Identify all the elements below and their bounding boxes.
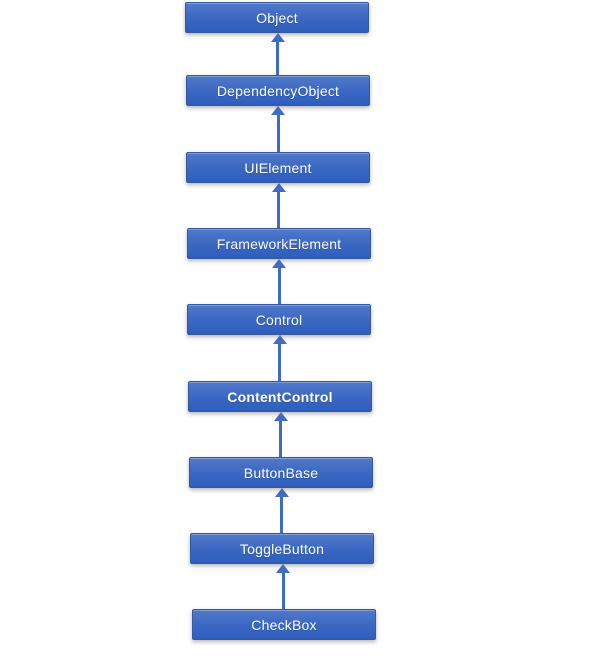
arrowhead-up-icon: [270, 33, 285, 42]
class-node-togglebutton: ToggleButton: [190, 533, 374, 564]
inheritance-arrow-up: [276, 564, 290, 609]
arrowhead-up-icon: [271, 106, 285, 115]
inheritance-arrow-up: [272, 335, 287, 381]
arrowhead-up-icon: [274, 488, 289, 497]
class-node-checkbox: CheckBox: [192, 609, 376, 640]
arrow-stem: [276, 42, 279, 75]
class-node-label: FrameworkElement: [216, 235, 342, 252]
class-node-control: Control: [187, 304, 371, 335]
inheritance-arrow-up: [271, 106, 285, 152]
class-node-buttonbase: ButtonBase: [189, 457, 373, 488]
arrow-stem: [281, 573, 285, 609]
inheritance-arrow-up: [274, 488, 289, 533]
class-node-object: Object: [185, 2, 369, 33]
arrow-stem: [278, 344, 281, 381]
class-node-label: CheckBox: [251, 616, 317, 633]
arrowhead-up-icon: [272, 335, 287, 344]
class-node-uielement: UIElement: [186, 152, 370, 183]
class-node-label: UIElement: [244, 159, 312, 176]
inheritance-arrow-up: [273, 412, 288, 457]
arrowhead-up-icon: [271, 183, 286, 192]
inheritance-arrow-up: [270, 33, 285, 75]
class-node-label: ContentControl: [227, 388, 333, 405]
class-node-contentcontrol: ContentControl: [188, 381, 372, 412]
class-node-label: Control: [255, 311, 303, 328]
class-node-frameworkelement: FrameworkElement: [187, 228, 371, 259]
arrowhead-up-icon: [276, 564, 290, 573]
arrow-stem: [277, 192, 280, 228]
inheritance-arrow-up: [271, 183, 286, 228]
class-node-label: ToggleButton: [239, 540, 325, 557]
class-node-label: Object: [256, 9, 298, 26]
arrowhead-up-icon: [273, 412, 288, 421]
class-node-label: DependencyObject: [216, 82, 340, 99]
arrowhead-up-icon: [272, 259, 286, 268]
arrow-stem: [277, 268, 281, 304]
class-node-dependencyobject: DependencyObject: [186, 75, 370, 106]
arrow-stem: [276, 115, 280, 152]
inheritance-arrow-up: [272, 259, 286, 304]
arrow-stem: [280, 497, 283, 533]
class-node-label: ButtonBase: [243, 464, 319, 481]
arrow-stem: [279, 421, 282, 457]
